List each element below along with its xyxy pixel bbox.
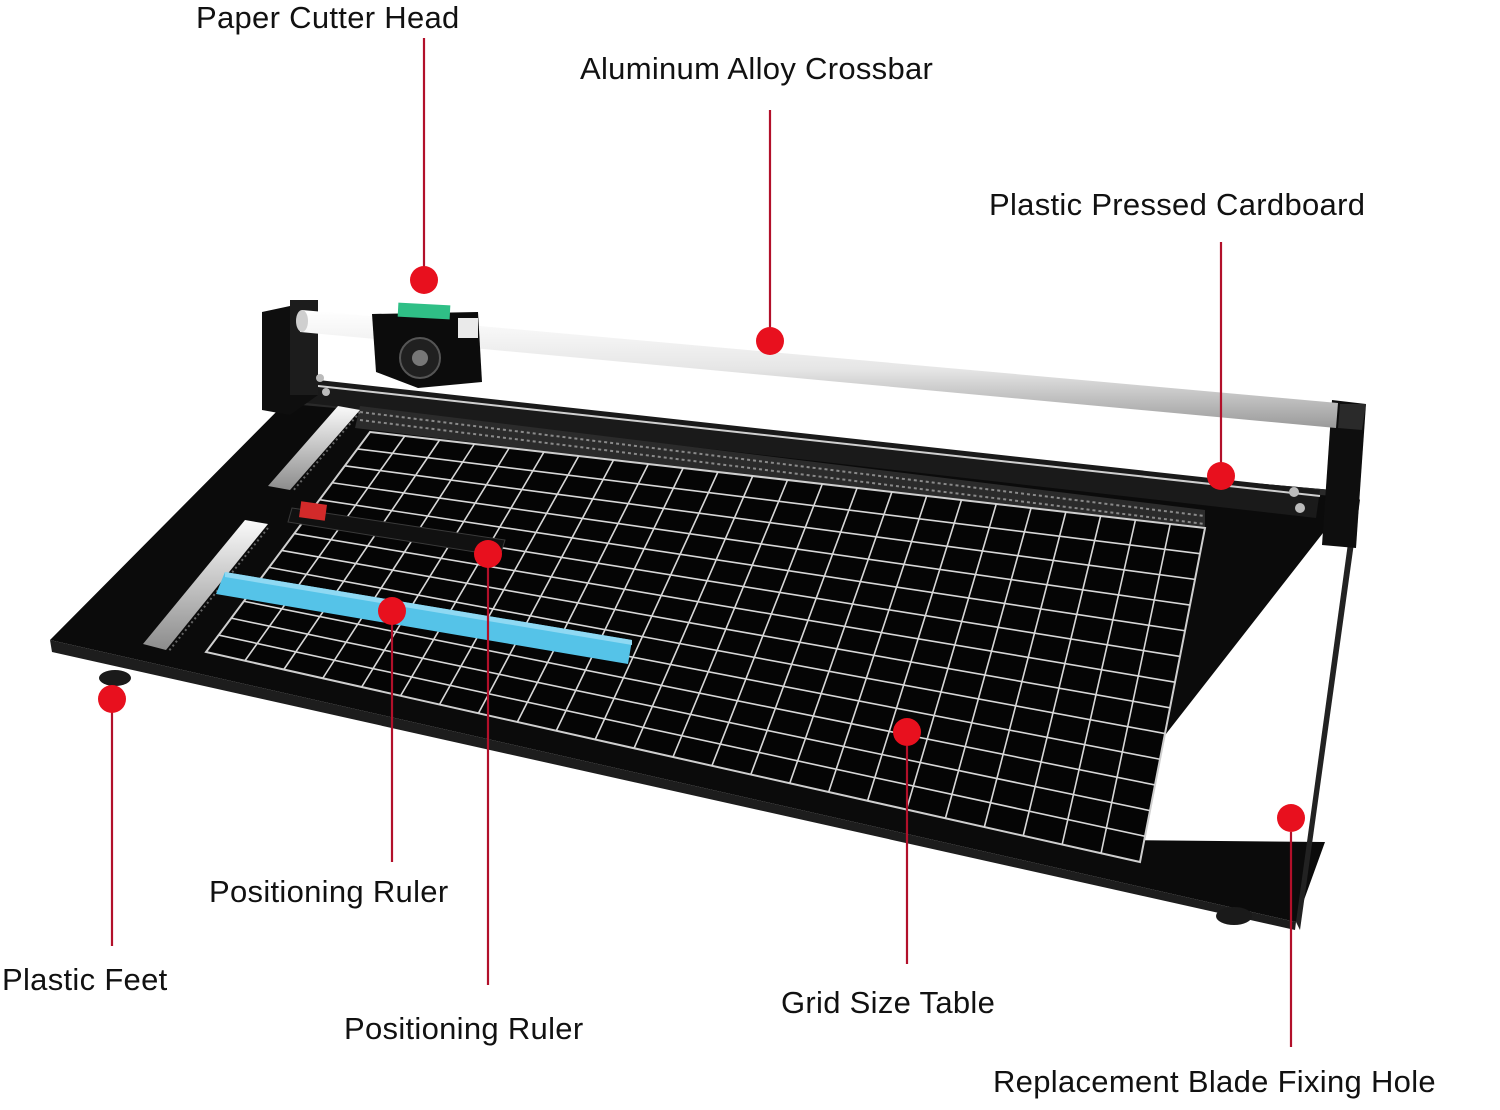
dot-grid (893, 718, 921, 746)
grid-line-vertical (1061, 519, 1137, 845)
grid-line-vertical (477, 459, 615, 714)
aluminum-crossbar (296, 310, 1338, 428)
grid-line-horizontal (332, 481, 1191, 606)
grid-line-vertical (672, 479, 789, 758)
callout-dots (98, 266, 1305, 832)
label-positioning-ruler-2: Positioning Ruler (344, 1011, 584, 1046)
grid-line-horizontal (243, 600, 1156, 786)
label-plastic-feet: Plastic Feet (2, 962, 168, 997)
left-positioning-rulers (143, 406, 361, 653)
label-positioning-ruler-1: Positioning Ruler (209, 874, 449, 909)
grid-line-horizontal (357, 448, 1201, 555)
dot-cutter-head (410, 266, 438, 294)
dot-crossbar (756, 327, 784, 355)
blade-fixing-hole (1258, 788, 1288, 812)
grid-line-horizontal (231, 617, 1151, 812)
label-paper-cutter-head: Paper Cutter Head (196, 0, 460, 35)
grid-line-vertical (283, 439, 441, 670)
grid-line-horizontal (218, 634, 1146, 838)
grid-line-vertical (516, 463, 650, 723)
label-grid-size-table: Grid Size Table (781, 985, 996, 1020)
grid-line-vertical (633, 475, 754, 749)
dot-cardboard (1207, 462, 1235, 490)
grid-line-vertical (905, 503, 998, 810)
grid-line-vertical (711, 483, 824, 767)
blue-positioning-ruler (216, 572, 632, 664)
grid-line-vertical (944, 507, 1032, 819)
grid-line-vertical (750, 487, 858, 775)
grid-line-vertical (244, 435, 406, 662)
grid-line-vertical (594, 471, 719, 740)
plastic-feet (99, 670, 1252, 925)
grid-line-vertical (1100, 523, 1171, 854)
label-aluminum-alloy-crossbar: Aluminum Alloy Crossbar (580, 51, 934, 86)
grid-line-horizontal (344, 465, 1196, 581)
dot-ruler-2 (474, 540, 502, 568)
grid-line-vertical (399, 451, 545, 697)
cutter-head (372, 302, 482, 388)
grid-line-vertical (983, 511, 1067, 828)
grid-line-horizontal (268, 566, 1166, 735)
dot-ruler-1 (378, 597, 406, 625)
grid-line-vertical (322, 443, 476, 679)
grid-line-horizontal (281, 549, 1171, 709)
grid-line-vertical (438, 455, 580, 705)
dot-blade-hole (1277, 804, 1305, 832)
callout-lines (110, 38, 1293, 1047)
grid-line-vertical (788, 491, 893, 784)
label-plastic-pressed-cardboard: Plastic Pressed Cardboard (989, 187, 1366, 222)
pressed-cardboard-strip (298, 378, 1321, 532)
label-replacement-blade-fixing-hole: Replacement Blade Fixing Hole (993, 1064, 1436, 1099)
grid-line-vertical (360, 447, 510, 688)
dot-feet (98, 685, 126, 713)
grid-line-vertical (827, 495, 928, 793)
crossbar-screws (316, 374, 1305, 513)
grid-line-vertical (555, 467, 684, 732)
grid-line-vertical (1022, 515, 1102, 836)
grid-line-horizontal (319, 498, 1186, 632)
grid-line-vertical (866, 499, 963, 801)
grid-line-horizontal (294, 532, 1176, 683)
